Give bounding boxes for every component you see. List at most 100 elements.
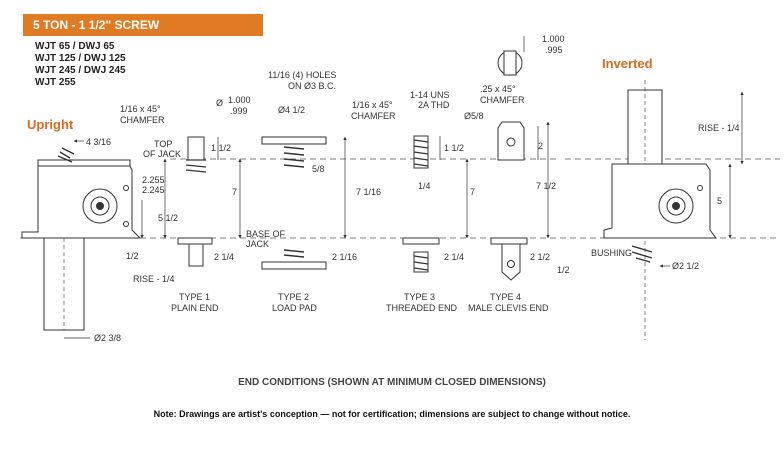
dim-label: .999 <box>230 106 248 116</box>
plain-end-base-flange <box>177 237 213 245</box>
dim-label: CHAMFER <box>120 115 165 125</box>
type-desc: PLAIN END <box>171 303 219 313</box>
dim-label: 7 1/2 <box>536 181 556 191</box>
drawing-labels: Upright Inverted 4 3/16 TOP OF JACK 2.25… <box>27 34 740 343</box>
dim-label: 1.000 <box>542 34 565 44</box>
dim-label: 1/16 x 45° <box>120 104 161 114</box>
type-dimensions <box>217 36 550 239</box>
type-desc: LOAD PAD <box>272 303 317 313</box>
dim-label: 2 1/4 <box>444 252 464 262</box>
model-item: WJT 65 / DWJ 65 <box>35 41 115 52</box>
base-of-jack-label: BASE OF <box>246 229 286 239</box>
type2-load-pad <box>261 136 327 270</box>
dim-label: 1 1/2 <box>211 143 231 153</box>
dim-label: 2.245 <box>142 185 165 195</box>
rise-label: RISE - 1/4 <box>698 123 740 133</box>
clevis-slot <box>503 50 517 76</box>
plain-end-threads <box>185 159 207 173</box>
dim-label: 1/2 <box>126 251 139 261</box>
dim-label: 2 1/4 <box>214 252 234 262</box>
rise-label: RISE - 1/4 <box>133 274 175 284</box>
load-pad-threads <box>283 146 305 168</box>
grease-fitting <box>123 185 129 191</box>
bushing-label: BUSHING <box>591 248 632 258</box>
input-shaft-center <box>96 202 104 210</box>
dim-label: 1/4 <box>418 181 431 191</box>
load-pad-plate-lower <box>261 261 327 270</box>
title-banner: 5 TON - 1 1/2" SCREW <box>23 14 263 36</box>
upright-dimensions <box>64 139 167 339</box>
dim-label: Ø5/8 <box>464 111 484 121</box>
top-of-jack-label: TOP <box>154 139 172 149</box>
dim-label: ON Ø3 B.C. <box>288 81 336 91</box>
type4-clevis-end <box>490 50 528 281</box>
dim-label: 2 1/2 <box>530 252 550 262</box>
type1-plain-end <box>177 136 213 267</box>
upright-label: Upright <box>27 117 74 132</box>
grease-fitting <box>123 221 129 227</box>
inverted-screw-threads <box>631 245 653 263</box>
disclaimer-note: Note: Drawings are artist's conception —… <box>153 409 631 419</box>
gearbox-top <box>37 159 131 167</box>
grease-fitting <box>697 185 703 191</box>
inverted-shaft-center <box>672 202 680 210</box>
dim-label: 2 1/16 <box>332 252 357 262</box>
dim-label: 1/2 <box>557 265 570 275</box>
type-desc: THREADED END <box>386 303 458 313</box>
inverted-label: Inverted <box>602 56 653 71</box>
clevis-pin-hole-lower <box>507 260 515 268</box>
base-of-jack-label: JACK <box>246 239 269 249</box>
dim-label: 1 1/2 <box>444 143 464 153</box>
load-pad-lower-threads <box>283 249 305 258</box>
dim-label: 7 <box>232 187 237 197</box>
dim-label: 5/8 <box>312 164 325 174</box>
dim-label: Ø2 1/2 <box>672 261 699 271</box>
plain-end-lower <box>188 243 204 267</box>
plain-end-stub <box>187 136 205 161</box>
type-name: TYPE 1 <box>179 292 210 302</box>
end-conditions-caption: END CONDITIONS (SHOWN AT MINIMUM CLOSED … <box>238 377 546 388</box>
type-desc: MALE CLEVIS END <box>468 303 549 313</box>
type-name: TYPE 2 <box>278 292 309 302</box>
dim-label: Ø2 3/8 <box>94 333 121 343</box>
inverted-jack <box>603 80 717 340</box>
dim-label: 2A THD <box>418 100 450 110</box>
dim-label: 2 <box>538 141 543 151</box>
model-item: WJT 245 / DWJ 245 <box>35 65 126 76</box>
dim-label: 1.000 <box>228 95 251 105</box>
dim-label: CHAMFER <box>351 111 396 121</box>
dim-label: 1-14 UNS <box>410 90 450 100</box>
dim-label: 1/16 x 45° <box>352 100 393 110</box>
dim-label: 5 <box>717 196 722 206</box>
dim-label: .995 <box>545 45 563 55</box>
dim-label: 5 1/2 <box>158 213 178 223</box>
model-list: WJT 65 / DWJ 65 WJT 125 / DWJ 125 WJT 24… <box>35 41 126 89</box>
dim-label: 7 <box>470 187 475 197</box>
dim-label: Ø4 1/2 <box>278 105 305 115</box>
type-name: TYPE 3 <box>404 292 435 302</box>
dim-label: .25 x 45° <box>480 84 516 94</box>
clevis-pin-hole <box>506 137 516 147</box>
upright-jack <box>21 147 142 331</box>
dim-label: 11/16 (4) HOLES <box>268 70 336 80</box>
threaded-base-flange <box>402 237 440 245</box>
dim-label: 2.255 <box>142 175 165 185</box>
gearbox-body <box>21 165 142 239</box>
model-item: WJT 255 <box>35 77 76 88</box>
screw-threads <box>57 147 75 163</box>
type3-threaded-end <box>402 135 440 273</box>
dim-label: 7 1/16 <box>356 187 381 197</box>
dim-label: Ø <box>216 98 223 108</box>
dim-label: 4 3/16 <box>86 137 111 147</box>
type-name: TYPE 4 <box>490 292 521 302</box>
clevis-base-flange <box>490 237 528 245</box>
page-title: 5 TON - 1 1/2" SCREW <box>33 18 160 32</box>
inverted-dimensions <box>659 91 744 268</box>
load-pad-plate <box>261 136 327 145</box>
model-item: WJT 125 / DWJ 125 <box>35 53 126 64</box>
dim-label: CHAMFER <box>480 95 525 105</box>
thread-marks-lower <box>413 255 429 271</box>
top-of-jack-label: OF JACK <box>143 149 181 159</box>
thread-marks <box>413 139 429 167</box>
